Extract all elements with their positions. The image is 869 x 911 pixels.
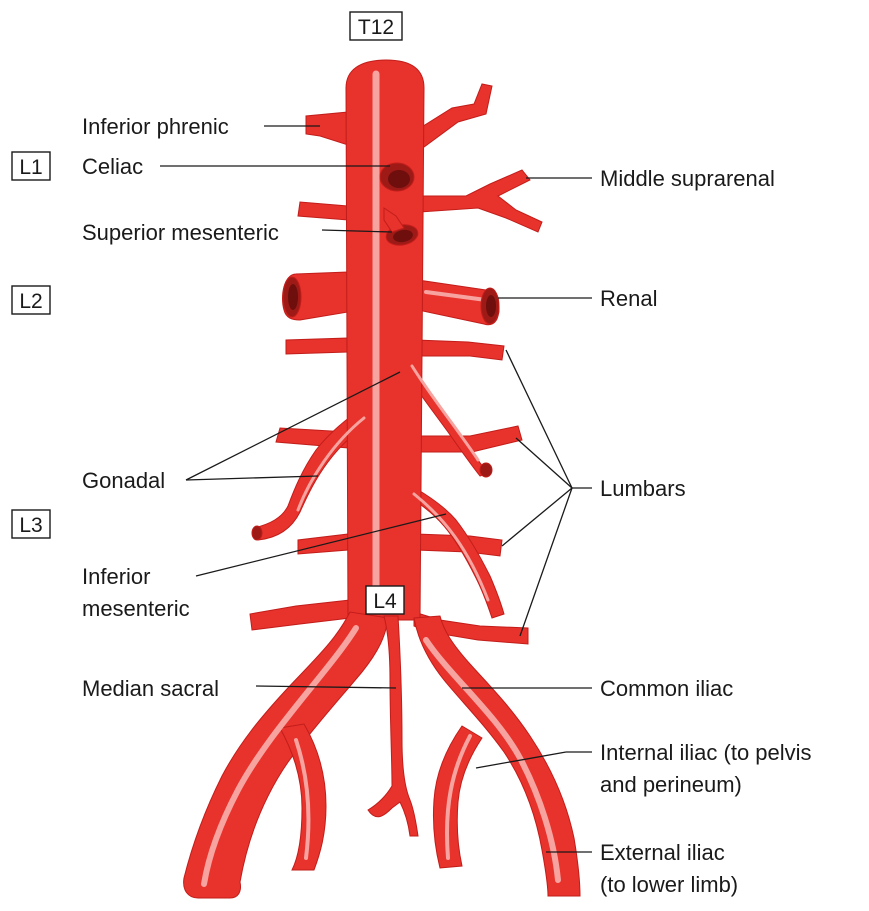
level-t12-text: T12 [358,16,394,39]
level-l2: L2 [12,286,50,314]
common-iliac-left-vessel [184,612,388,898]
level-l3: L3 [12,510,50,538]
gonadal-left-opening [252,526,262,540]
label-external-iliac-line1: External iliac [600,840,725,865]
level-t12: T12 [350,12,402,40]
level-l1: L1 [12,152,50,180]
label-middle-suprarenal: Middle suprarenal [600,166,775,191]
middle-suprarenal-vessel [420,170,542,232]
lumbar-left-4-vessel [250,600,350,630]
label-external-iliac-line2: (to lower limb) [600,872,738,897]
level-l3-text: L3 [19,514,42,537]
label-gonadal: Gonadal [82,468,165,493]
level-l1-text: L1 [19,156,42,179]
label-inferior-mesenteric-line2: mesenteric [82,596,190,621]
gonadal-right-opening [480,463,492,477]
external-iliac-right-vessel [433,726,482,868]
label-common-iliac: Common iliac [600,676,733,701]
label-internal-iliac-line2: and perineum) [600,772,742,797]
level-l2-text: L2 [19,290,42,313]
label-superior-mesenteric: Superior mesenteric [82,220,279,245]
arterial-tree [184,60,580,898]
label-median-sacral: Median sacral [82,676,219,701]
level-l4: L4 [366,586,404,614]
label-inferior-phrenic: Inferior phrenic [82,114,229,139]
label-celiac: Celiac [82,154,143,179]
vertebral-levels: T12 L1 L2 L3 L4 [12,12,404,614]
label-internal-iliac-line1: Internal iliac (to pelvis [600,740,812,765]
inferior-phrenic-right-vessel [420,84,492,150]
lumbar-left-1-vessel [286,338,348,354]
inferior-phrenic-left-vessel [306,112,348,145]
level-l4-text: L4 [373,590,397,613]
left-labels: Inferior phrenic Celiac Superior mesente… [82,114,279,701]
label-lumbars: Lumbars [600,476,686,501]
right-labels: Middle suprarenal Renal Lumbars Common i… [600,166,812,897]
lumbar-right-1-vessel [416,340,504,360]
label-renal: Renal [600,286,657,311]
suprarenal-left-vessel [298,202,348,220]
label-inferior-mesenteric-line1: Inferior [82,564,150,589]
